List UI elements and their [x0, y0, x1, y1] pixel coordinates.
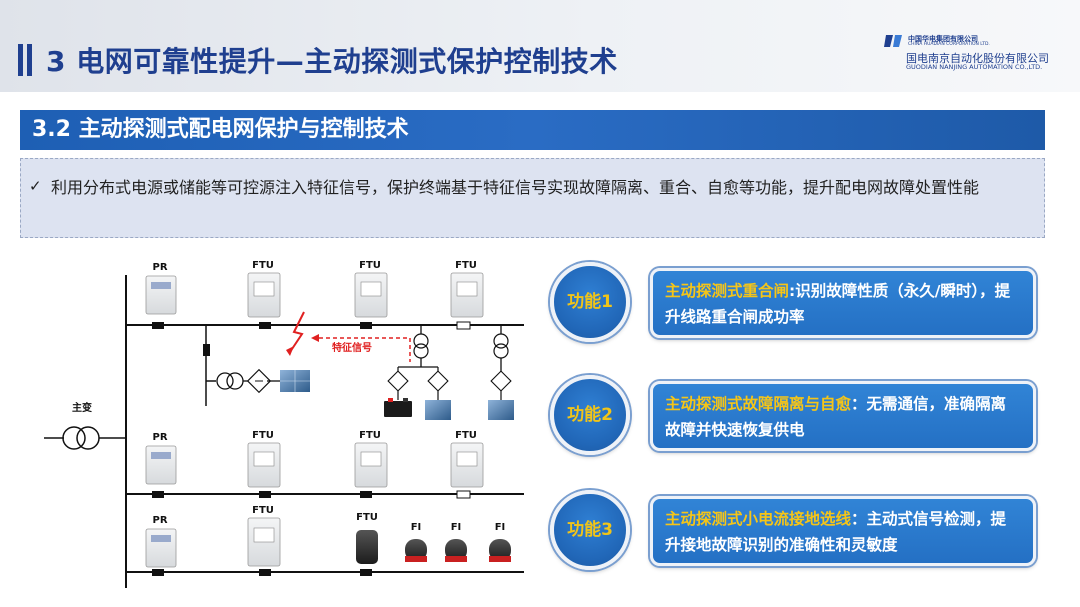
storage-transformer-icon	[413, 333, 429, 349]
function-3-text: ：主动式信号检测，提升接地故障识别的准确性和灵敏度	[665, 510, 1007, 554]
function-3-highlight: 主动探测式小电流接地选线	[665, 510, 852, 528]
pv-panel-icon-2	[425, 400, 451, 420]
breaker-9	[360, 569, 372, 576]
breaker-1	[152, 322, 164, 329]
main-transformer-icon	[62, 426, 86, 450]
function-2-badge: 功能2	[550, 375, 630, 455]
logo-group-name-en: CHINA HUADIAN CORPORATION LTD.	[908, 42, 990, 47]
ftu-pole-device	[356, 530, 378, 564]
storage-inverter-icon	[387, 370, 409, 392]
branch-breaker	[203, 344, 210, 356]
breaker-3	[360, 322, 372, 329]
function-1: 功能1 主动探测式重合闸:识别故障性质（永久/瞬时），提升线路重合闸成功率	[546, 260, 1046, 344]
function-3-description: 主动探测式小电流接地选线：主动式信号检测，提升接地故障识别的准确性和灵敏度	[650, 496, 1036, 566]
breaker-4	[152, 491, 164, 498]
pr-label-3: PR	[152, 515, 167, 526]
function-1-description: 主动探测式重合闸:识别故障性质（永久/瞬时），提升线路重合闸成功率	[650, 268, 1036, 338]
pv-inverter-icon	[427, 370, 449, 392]
pr-label-1: PR	[152, 262, 167, 273]
ftu-label-7: FTU	[252, 505, 274, 516]
logo-company-name-en: GUODIAN NANJING AUTOMATION CO.,LTD.	[906, 63, 1043, 71]
network-diagram: 主变 特征信号	[44, 260, 524, 588]
function-2-description: 主动探测式故障隔离与自愈：无需通信，准确隔离故障并快速恢复供电	[650, 381, 1036, 451]
breaker-5	[259, 491, 271, 498]
description-box: ✓ 利用分布式电源或储能等可控源注入特征信号，保护终端基于特征信号实现故障隔离、…	[20, 158, 1045, 238]
fi-label-2: FI	[451, 522, 462, 533]
ftu-label-1: FTU	[252, 260, 274, 271]
description-text: 利用分布式电源或储能等可控源注入特征信号，保护终端基于特征信号实现故障隔离、重合…	[51, 178, 980, 197]
pr-device-2	[145, 445, 177, 485]
function-2: 功能2 主动探测式故障隔离与自愈：无需通信，准确隔离故障并快速恢复供电	[546, 373, 1046, 457]
fi-label-1: FI	[411, 522, 422, 533]
breaker-8	[259, 569, 271, 576]
ftu-label-2: FTU	[359, 260, 381, 271]
check-icon: ✓	[29, 177, 42, 195]
fi-device-1	[405, 539, 427, 561]
company-logo: 中国华电集团有限公司 CHINA HUADIAN CORPORATION LTD…	[884, 34, 1074, 74]
function-3-badge: 功能3	[550, 490, 630, 570]
breaker-6	[360, 491, 372, 498]
breaker-7	[152, 569, 164, 576]
function-2-highlight: 主动探测式故障隔离与自愈	[665, 395, 852, 413]
function-2-text: ：无需通信，准确隔离故障并快速恢复供电	[665, 395, 1007, 439]
huadian-logo-icon	[884, 35, 902, 47]
fault-lightning-icon	[289, 311, 305, 353]
page-title: 3 电网可靠性提升—主动探测式保护控制技术	[46, 45, 618, 78]
switch-open-2	[456, 490, 471, 499]
function-1-badge: 功能1	[550, 262, 630, 342]
ftu-label-5: FTU	[359, 430, 381, 441]
function-1-highlight: 主动探测式重合闸	[665, 282, 790, 300]
pv-inverter-icon-2	[490, 370, 512, 392]
ftu-label-3: FTU	[455, 260, 477, 271]
function-3: 功能3 主动探测式小电流接地选线：主动式信号检测，提升接地故障识别的准确性和灵敏…	[546, 488, 1046, 572]
pr-label-2: PR	[152, 432, 167, 443]
ftu-label-8: FTU	[356, 512, 378, 523]
logo-company-name: 国电南京自动化股份有限公司	[906, 52, 1049, 65]
pr-device-3	[145, 528, 177, 568]
pv-transformer-icon	[493, 333, 509, 349]
main-transformer-label: 主变	[72, 401, 92, 414]
header-banner	[0, 0, 1080, 92]
pr-device-1	[145, 275, 177, 315]
logo-group-name: 中国华电集团有限公司	[908, 35, 978, 43]
ftu-label-6: FTU	[455, 430, 477, 441]
battery-icon	[384, 401, 412, 417]
breaker-2	[259, 322, 271, 329]
fi-device-3	[489, 539, 511, 561]
section-title: 3.2 主动探测式配电网保护与控制技术	[20, 110, 1045, 150]
pv-panel-icon-3	[488, 400, 514, 420]
fi-device-2	[445, 539, 467, 561]
signal-label: 特征信号	[332, 341, 372, 354]
branch-transformer-icon	[216, 372, 234, 390]
ftu-label-4: FTU	[252, 430, 274, 441]
function-1-text: :识别故障性质（永久/瞬时），提升线路重合闸成功率	[665, 282, 1011, 326]
switch-open-1	[456, 321, 471, 330]
fi-label-3: FI	[495, 522, 506, 533]
title-accent-bars	[18, 44, 34, 76]
